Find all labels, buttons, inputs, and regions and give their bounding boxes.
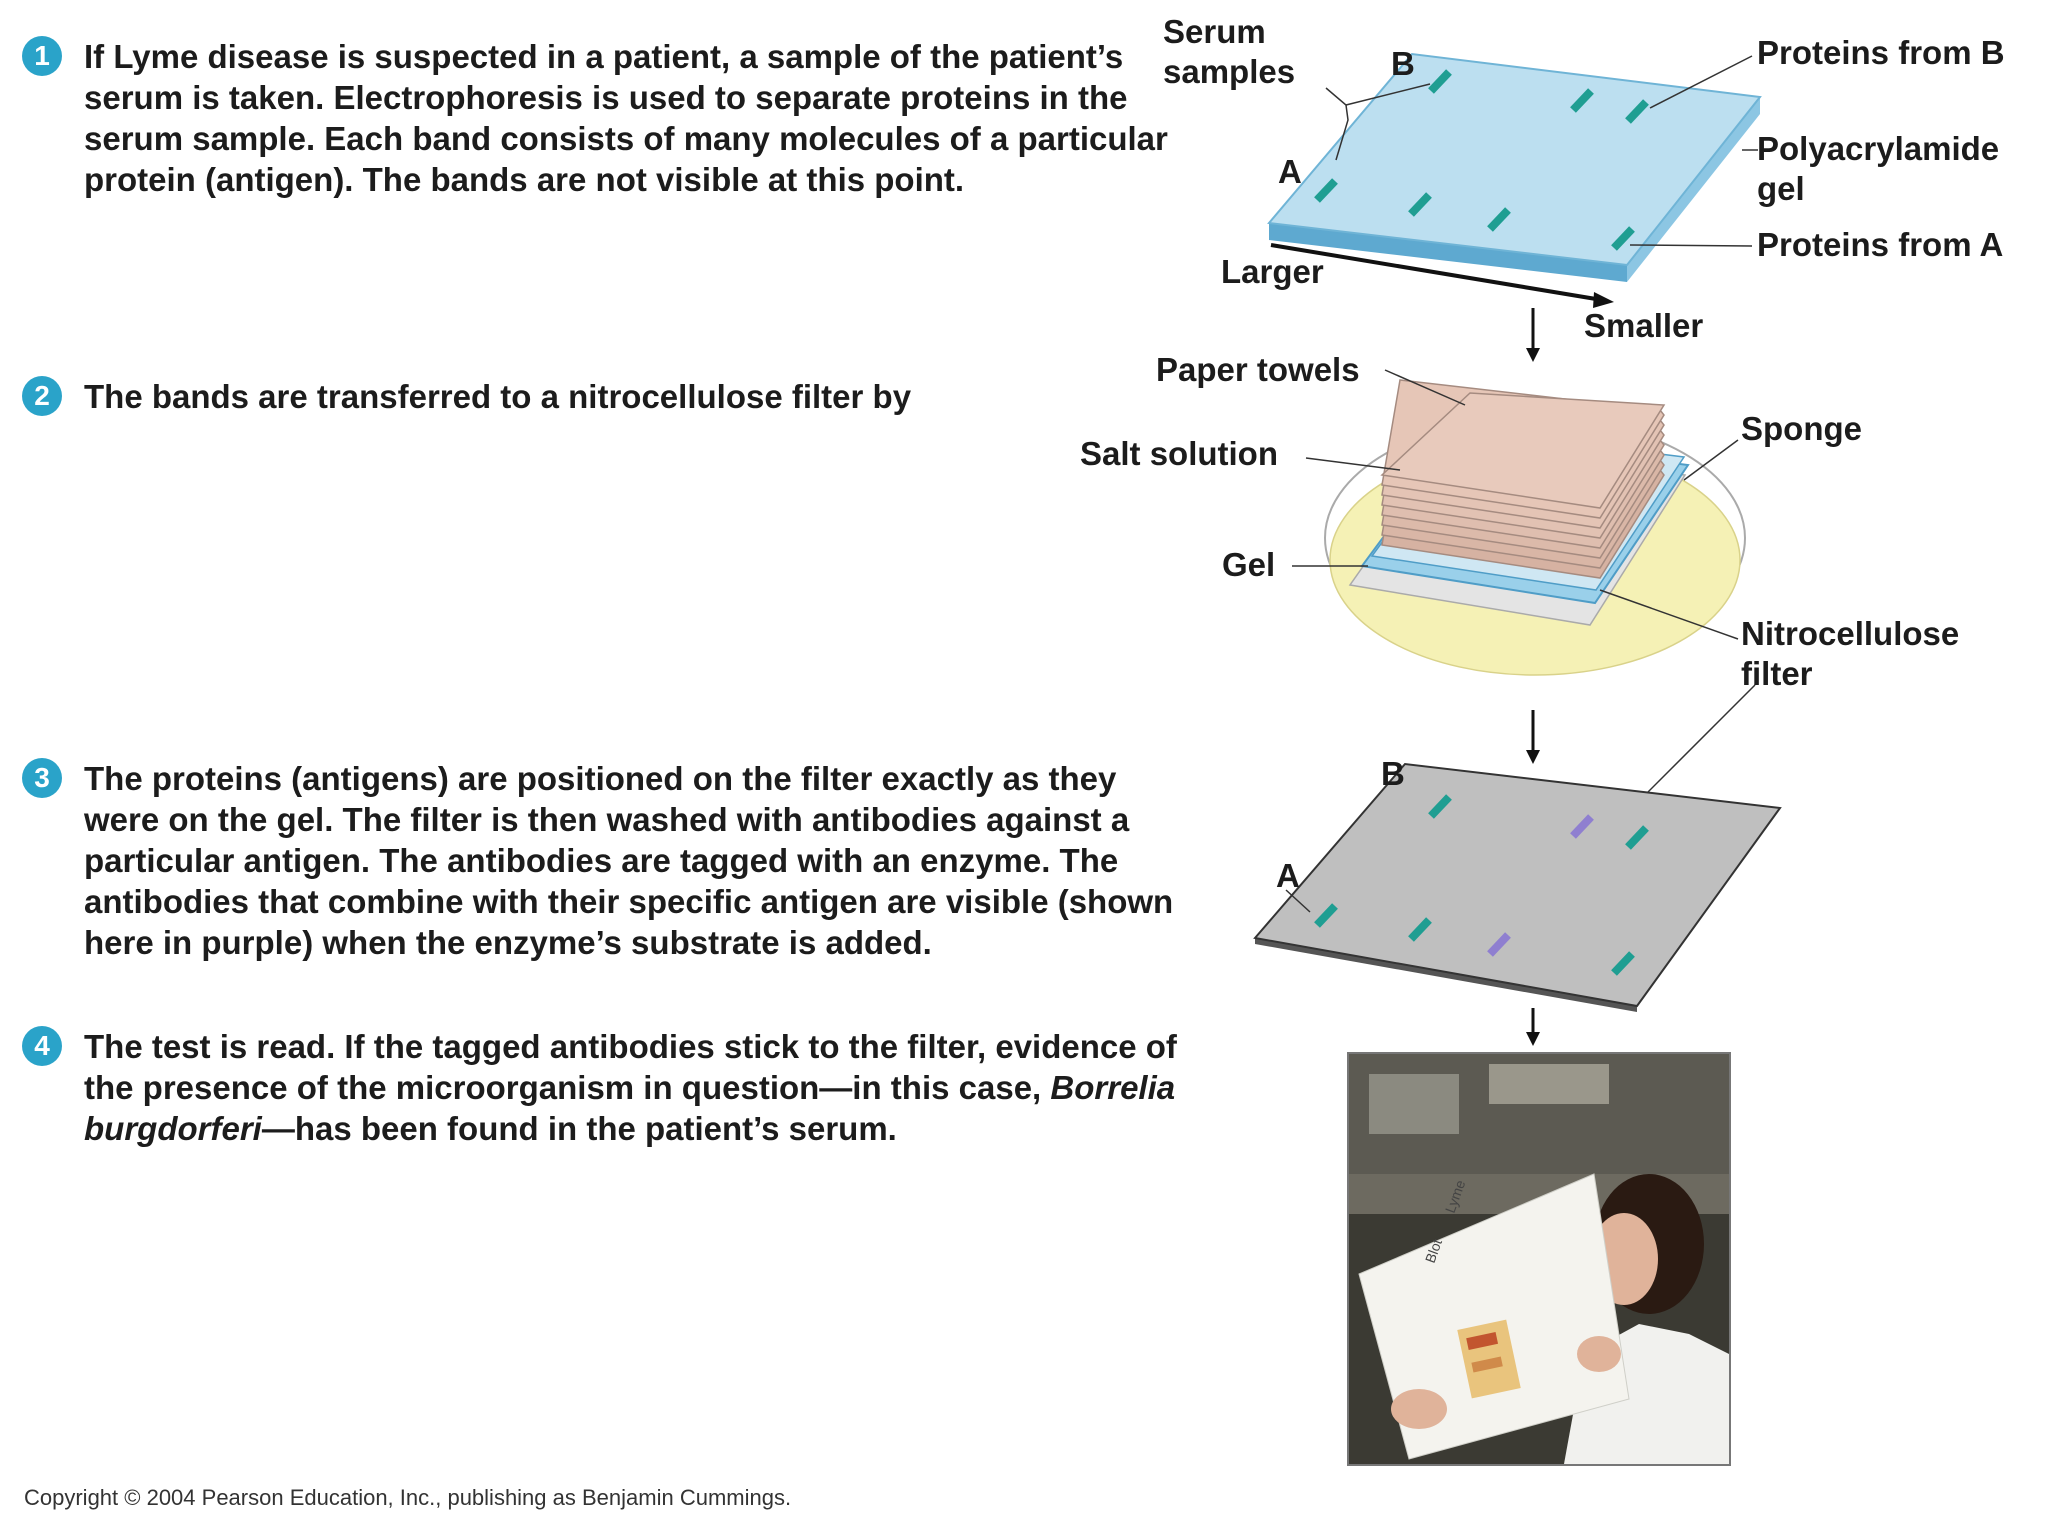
sheet-note-1: Blot [1422,1237,1445,1265]
step-4: 4 The test is read. If the tagged antibo… [22,1026,1182,1149]
filter-band-a-1 [1314,903,1338,928]
label-b-top: B [1391,45,1415,82]
label-polyacrylamide-1: Polyacrylamide [1757,130,2000,167]
paper-towel-stack [1380,379,1666,579]
size-axis-arrowhead [1593,292,1614,308]
leader-lines-middle [1292,369,1756,801]
filter-band-a-4 [1611,951,1635,976]
label-a-bottom: A [1276,857,1300,894]
band-a-1 [1314,178,1338,203]
organism-name: Borrelia burgdorferi [84,1069,1176,1147]
band-b-1 [1428,69,1452,94]
band-a-2 [1408,192,1432,217]
label-serum-samples-1: Serum [1163,13,1266,50]
transfer-apparatus [1292,369,1756,801]
filter-band-a-3-visible [1487,932,1511,957]
step-text: The test is read. If the tagged antibodi… [84,1026,1182,1149]
label-nitrocellulose-1: Nitrocellulose [1741,615,1960,652]
size-axis-arrow [1270,243,1603,302]
label-salt-solution: Salt solution [1080,435,1278,472]
nitrocellulose-filter [1253,762,1782,1012]
paper-towel-top [1380,392,1666,509]
label-polyacrylamide-2: gel [1757,170,1805,207]
label-b-bottom: B [1381,755,1405,792]
label-gel: Gel [1222,546,1276,583]
label-nitrocellulose-2: filter [1741,655,1813,692]
label-paper-towels: Paper towels [1156,351,1360,388]
band-b-2 [1570,88,1594,113]
label-sponge: Sponge [1741,410,1862,447]
copyright-notice: Copyright © 2004 Pearson Education, Inc.… [24,1485,792,1510]
filter-bands [1314,794,1649,976]
band-a-4 [1611,226,1635,251]
filter-band-b-1 [1428,794,1452,819]
step-number-badge: 4 [22,1026,62,1066]
step-text-after: —has been found in the patient’s serum. [261,1110,897,1147]
label-proteins-from-b: Proteins from B [1757,34,2005,71]
label-larger: Larger [1221,253,1324,290]
leader-lines-top [1325,55,1758,247]
step-2: 2 The bands are transferred to a nitroce… [22,376,1182,417]
step-3: 3 The proteins (antigens) are positioned… [22,758,1182,963]
step-text: If Lyme disease is suspected in a patien… [84,38,1168,198]
label-a-top: A [1278,153,1302,190]
polyacrylamide-gel [1267,52,1762,282]
band-a-3 [1487,207,1511,232]
step-text: The proteins (antigens) are positioned o… [84,760,1174,961]
step-1: 1 If Lyme disease is suspected in a pati… [22,36,1182,200]
label-proteins-from-a: Proteins from A [1757,226,2004,263]
filter-band-b-2-visible [1570,814,1594,839]
band-b-3 [1625,99,1649,124]
filter-band-b-3 [1625,825,1649,850]
photo-illustration: Blot Lyme [1349,1054,1729,1464]
gel-bands [1314,69,1649,251]
step-number-badge: 2 [22,376,62,416]
label-serum-samples-2: samples [1163,53,1296,90]
step-text-before: The test is read. If the tagged antibodi… [84,1028,1177,1106]
technician-photo: Blot Lyme [1347,1052,1731,1466]
step-number-badge: 1 [22,36,62,76]
step-number-badge: 3 [22,758,62,798]
label-smaller: Smaller [1584,307,1704,344]
filter-band-a-2 [1408,917,1432,942]
step-text: The bands are transferred to a nitrocell… [84,378,912,415]
